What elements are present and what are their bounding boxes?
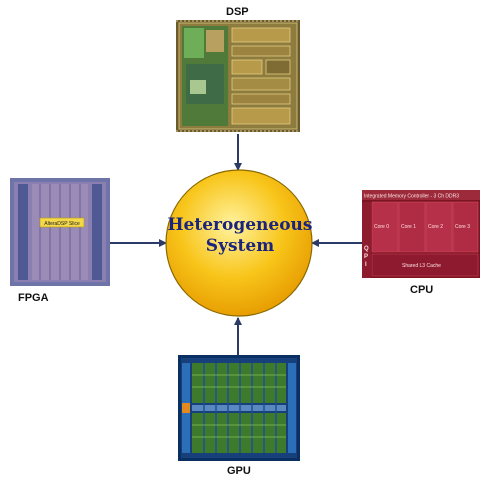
cpu-core-1: Core 1	[401, 224, 416, 230]
cpu-side-letter-i: I	[365, 262, 367, 268]
cpu-core-0: Core 0	[374, 224, 389, 230]
cpu-label: CPU	[410, 284, 434, 296]
cpu-chip-image: Integrated Memory Controller - 3 Ch DDR3…	[362, 190, 480, 278]
fpga-chip-image: AlteraDSP Slice	[10, 178, 110, 286]
fpga-label: FPGA	[18, 292, 49, 304]
hub-label-line2: System	[205, 236, 275, 256]
hub-circle	[165, 169, 313, 317]
hub-label-line1: Heterogeneous	[167, 215, 313, 235]
dsp-chip-image	[176, 20, 300, 132]
fpga-die-graphic: AlteraDSP Slice	[10, 178, 110, 286]
hub-label: Heterogeneous System	[165, 215, 315, 257]
cpu-side-letter-q: Q	[364, 246, 369, 252]
cpu-core-3: Core 3	[455, 224, 470, 230]
dsp-die-graphic	[176, 20, 300, 132]
gpu-die-graphic	[178, 355, 300, 461]
gpu-label: GPU	[227, 465, 251, 477]
gpu-chip-image	[178, 355, 300, 461]
cpu-core-2: Core 2	[428, 224, 443, 230]
cpu-cache-label: Shared L3 Cache	[402, 263, 441, 269]
cpu-side-letter-p: P	[364, 254, 368, 260]
cpu-die-graphic: Integrated Memory Controller - 3 Ch DDR3…	[362, 190, 480, 278]
dsp-label: DSP	[226, 6, 249, 18]
cpu-chip-header: Integrated Memory Controller - 3 Ch DDR3	[364, 194, 459, 200]
fpga-chip-caption: AlteraDSP Slice	[44, 221, 80, 227]
